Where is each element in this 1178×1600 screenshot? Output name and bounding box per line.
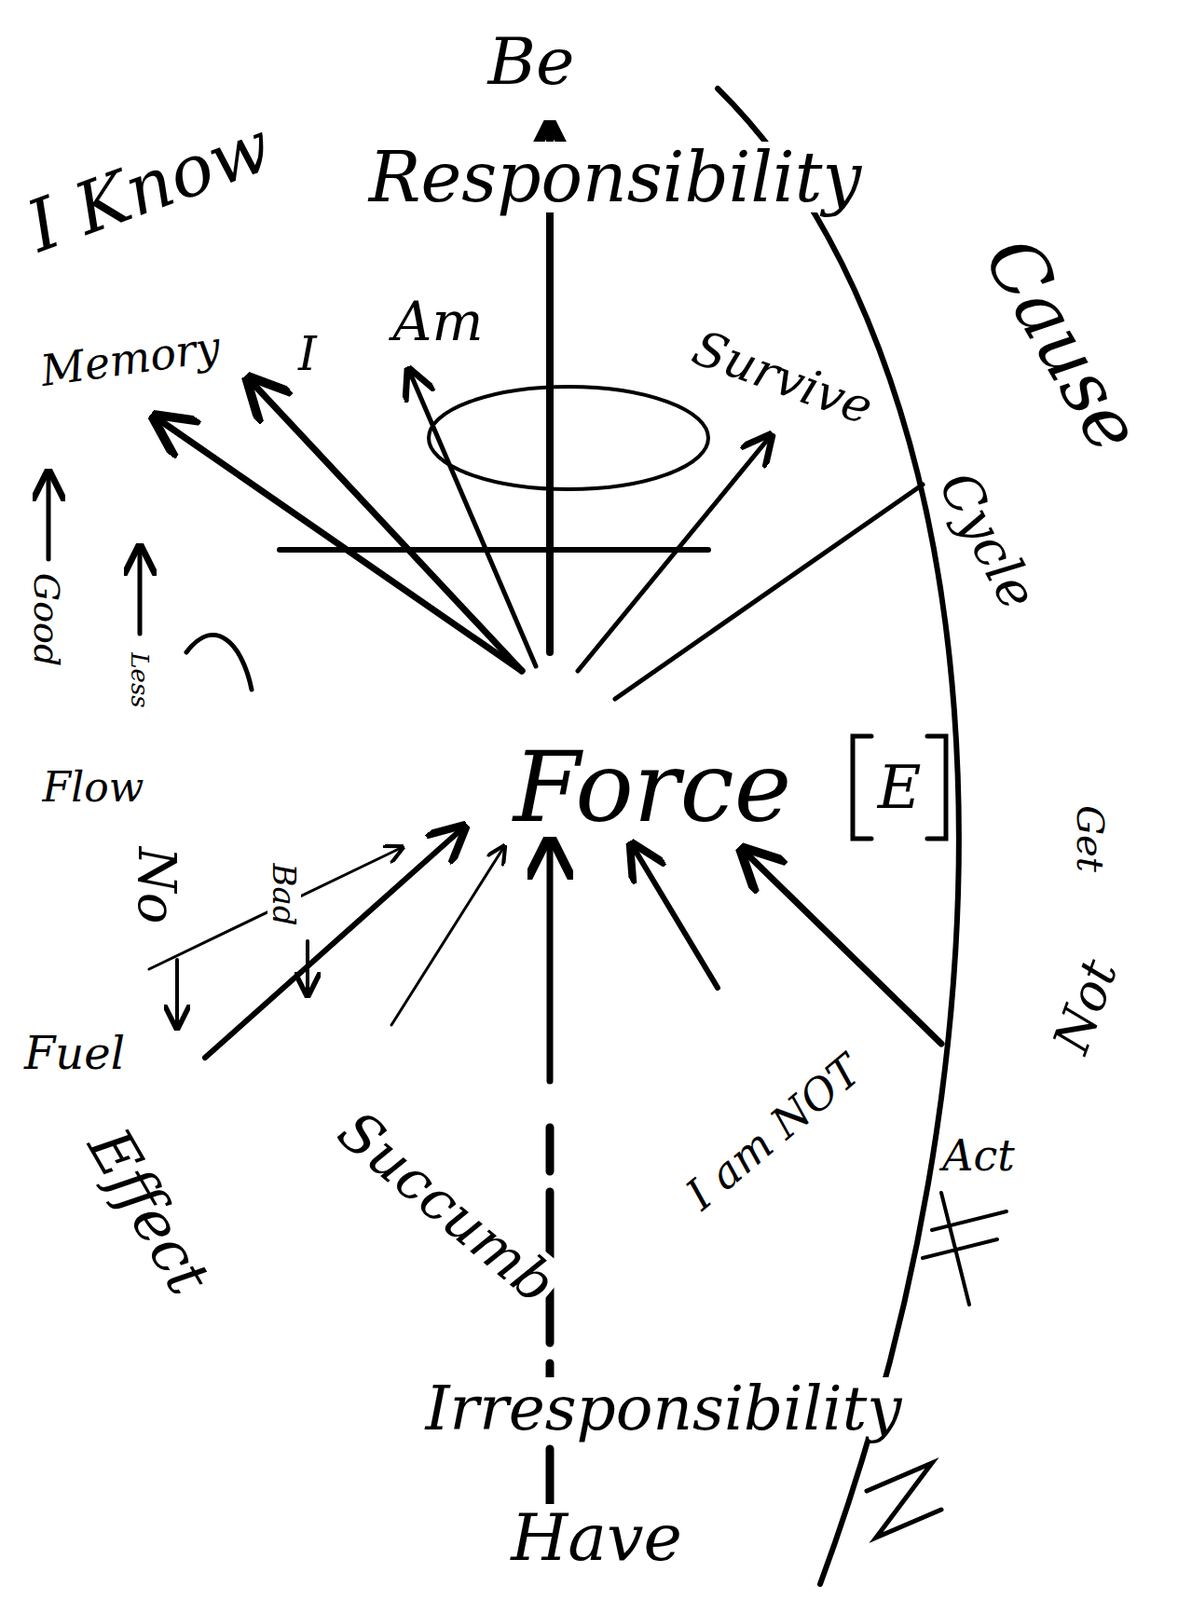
sketch-word: Have <box>507 1504 685 1572</box>
fan-arrow <box>745 852 942 1044</box>
sketch-word: I <box>295 329 320 379</box>
fan-arrow <box>410 372 536 667</box>
sketch-word: Cause <box>970 222 1155 467</box>
sketch-word: Fuel <box>21 1029 128 1077</box>
sketch-word: Survive <box>684 320 882 434</box>
sketch-word: Not <box>1043 950 1127 1063</box>
no-arrow <box>175 959 179 1026</box>
bracket <box>927 736 946 839</box>
less-arrow <box>137 549 143 634</box>
scribble <box>922 1192 1007 1305</box>
hook-stroke <box>186 634 252 690</box>
bad-arrow <box>305 941 310 993</box>
fan-arrow <box>205 829 462 1058</box>
bracket <box>852 736 872 839</box>
axis-lower <box>546 1127 555 1515</box>
sketch-word: Memory <box>35 323 226 394</box>
sketch-word: I Know <box>15 108 284 265</box>
sketch-word: Bad <box>267 860 302 929</box>
fan-line <box>615 484 923 699</box>
sketch-word: Good <box>27 570 66 670</box>
sketch-word: Flow <box>40 766 148 809</box>
sketch-word: I am NOT <box>675 1045 871 1220</box>
sketch-word: Irresponsibility <box>423 1377 905 1441</box>
sketch-word: Get <box>1070 802 1110 876</box>
axis-mid <box>547 843 554 1082</box>
sketch-word: Succumb <box>326 1098 569 1315</box>
scribble <box>866 1463 942 1538</box>
sketch-word: Be <box>485 27 578 96</box>
sketch-word: Am <box>390 293 487 350</box>
sketch-word: Act <box>939 1133 1017 1178</box>
fan-arrow <box>391 848 504 1026</box>
sketch-word: Responsibility <box>366 141 865 213</box>
sketch-word: No <box>129 844 184 928</box>
sketch-word: Force <box>510 738 795 837</box>
sketch-word: E <box>875 756 925 819</box>
fan-arrow <box>633 848 718 988</box>
sketch-word: Cycle <box>928 460 1048 620</box>
spiral-loop <box>428 386 709 490</box>
fan-arrow <box>577 438 769 672</box>
fan-arrow <box>251 382 522 672</box>
fan-arrow <box>149 848 401 970</box>
good-arrow <box>46 475 52 560</box>
sketch-word: Effect <box>76 1116 222 1307</box>
sketch-word: Less <box>126 649 153 711</box>
